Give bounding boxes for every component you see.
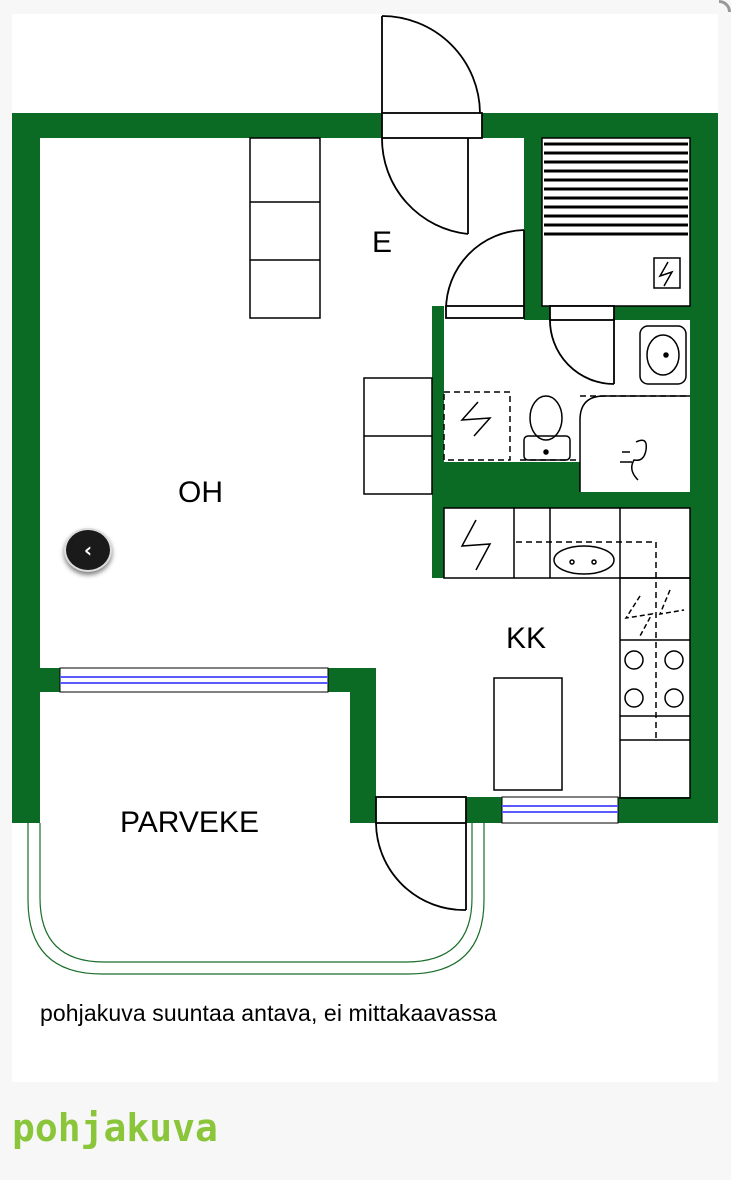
corner-decoration: [719, 0, 731, 12]
balcony-door: [375, 796, 467, 911]
kitchen-fixtures: [443, 507, 691, 799]
floorplan-caption: pohjakuva suuntaa antava, ei mittakaavas…: [40, 1000, 497, 1026]
sauna: [541, 137, 691, 307]
walls: [12, 113, 718, 823]
bathroom-fixtures: [443, 325, 690, 492]
windows: [59, 667, 619, 824]
bathroom-door: [445, 229, 525, 319]
chevron-left-icon: ‹: [83, 538, 93, 562]
sauna-door: [549, 305, 615, 385]
room-label-living: OH: [178, 476, 223, 509]
balcony-railing: [27, 823, 485, 975]
room-label-balcony: PARVEKE: [120, 806, 259, 839]
room-label-kitchen: KK: [506, 622, 546, 655]
entry-door: [381, 15, 483, 235]
page-title: pohjakuva: [12, 1106, 218, 1150]
room-label-entry: E: [372, 226, 392, 259]
wardrobe: [249, 137, 433, 495]
gallery-prev-button[interactable]: ‹: [64, 528, 112, 572]
